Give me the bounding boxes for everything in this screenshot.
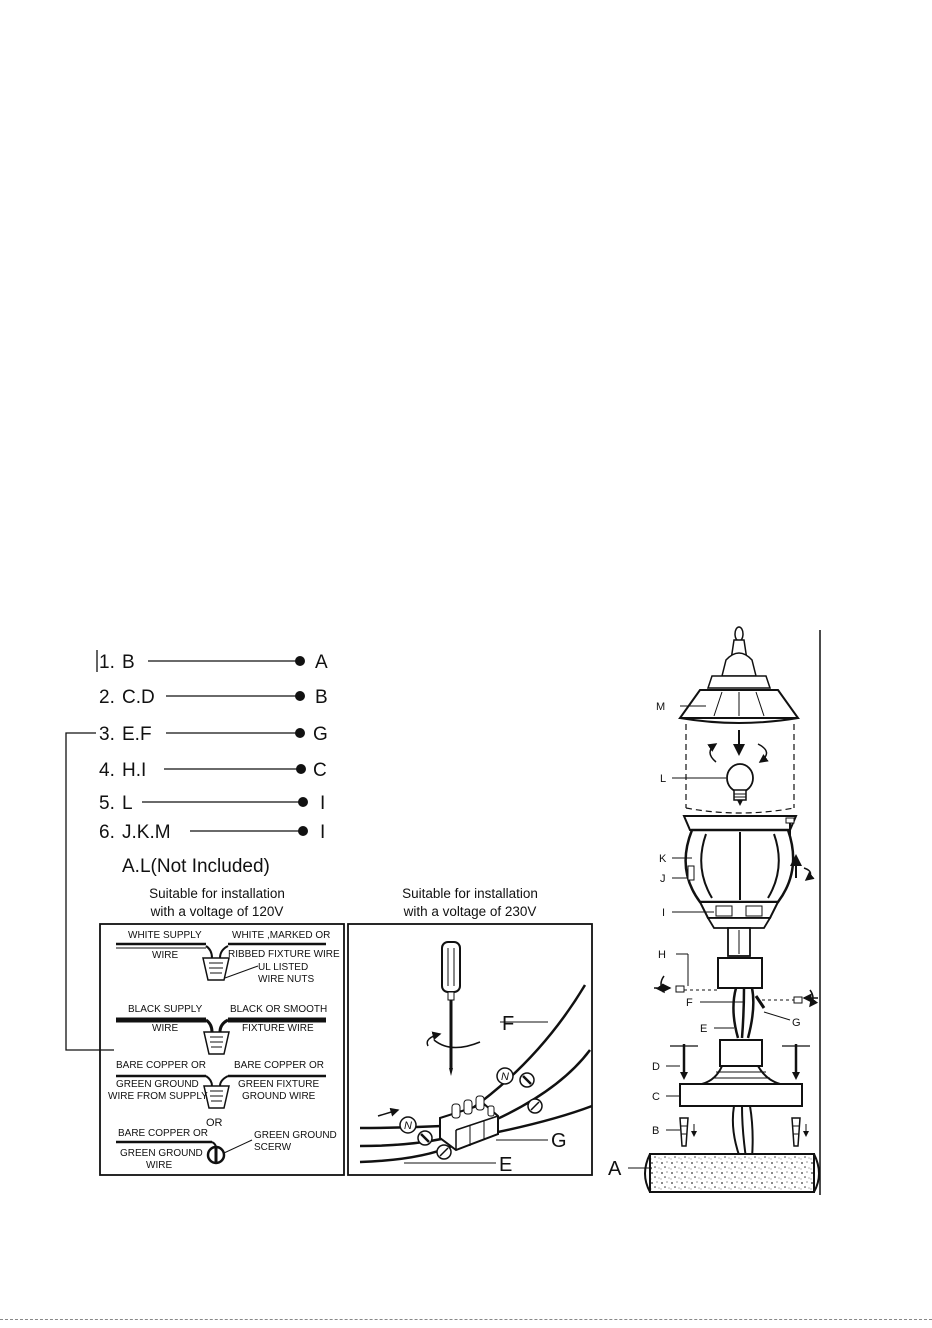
step-3: 3. E.F G	[99, 724, 328, 745]
step-5: 5. L I	[99, 793, 325, 814]
screw-d-left	[670, 1044, 698, 1080]
label-j: J	[660, 873, 666, 885]
svg-text:GROUND WIRE: GROUND WIRE	[242, 1091, 316, 1102]
step-part: B	[122, 652, 135, 673]
connector-dot	[296, 764, 306, 774]
step-part: E.F	[122, 724, 152, 745]
svg-text:OR: OR	[206, 1117, 223, 1129]
step-2: 2. C.D B	[99, 687, 328, 708]
label-a: A	[608, 1158, 622, 1180]
caption-120v-line2: with a voltage of 120V	[150, 904, 284, 919]
caption-230v-line1: Suitable for installation	[402, 886, 538, 901]
label-h: H	[658, 949, 666, 961]
svg-text:WHITE ,MARKED OR: WHITE ,MARKED OR	[232, 930, 330, 941]
svg-text:WIRE: WIRE	[152, 950, 178, 961]
label-c: C	[652, 1091, 660, 1103]
neutral-marker-icon	[496, 1067, 514, 1085]
step-1: 1. B A	[99, 652, 328, 673]
label-b-lamp: B	[652, 1125, 659, 1137]
anchor-b-left	[679, 1117, 697, 1147]
svg-text:FIXTURE WIRE: FIXTURE WIRE	[242, 1023, 314, 1034]
step-number: 1.	[99, 652, 115, 673]
label-l: L	[660, 773, 666, 785]
step-number: 4.	[99, 760, 115, 781]
label-k: K	[659, 853, 667, 865]
step-target: G	[313, 724, 328, 745]
step-list: 1. B A 2. C.D B 3. E.F G 4. H.I C	[96, 650, 328, 877]
step-6: 6. J.K.M I	[99, 822, 325, 843]
svg-text:GREEN GROUND: GREEN GROUND	[120, 1148, 203, 1159]
svg-text:GREEN GROUND: GREEN GROUND	[254, 1130, 337, 1141]
step-target: B	[315, 687, 328, 708]
step-number: 5.	[99, 793, 115, 814]
svg-text:BLACK SUPPLY: BLACK SUPPLY	[128, 1004, 203, 1015]
step-number: 2.	[99, 687, 115, 708]
caption-120v-line1: Suitable for installation	[149, 886, 285, 901]
not-included-note: A.L(Not Included)	[122, 856, 270, 877]
light-bulb-icon	[726, 763, 754, 806]
step-target: I	[320, 822, 325, 843]
wire-nut-icon	[202, 957, 230, 981]
svg-text:WIRE: WIRE	[152, 1023, 178, 1034]
screwdriver-icon	[426, 941, 481, 1076]
label-m: M	[656, 701, 665, 713]
connector-dot	[295, 656, 305, 666]
step-4: 4. H.I C	[99, 760, 327, 781]
svg-text:WIRE NUTS: WIRE NUTS	[258, 974, 314, 985]
step-target: C	[313, 760, 327, 781]
label-g-lamp: G	[792, 1017, 801, 1029]
svg-text:UL LISTED: UL LISTED	[258, 962, 308, 973]
step-target: A	[315, 652, 328, 673]
svg-text:SCERW: SCERW	[254, 1142, 292, 1153]
step-number: 6.	[99, 822, 115, 843]
connector-dot	[298, 797, 308, 807]
ground-surface	[649, 1153, 815, 1193]
terminal-block-icon	[439, 1095, 499, 1152]
step-part: L	[122, 793, 133, 814]
lamp-finial	[706, 626, 772, 689]
svg-text:RIBBED FIXTURE WIRE: RIBBED FIXTURE WIRE	[228, 949, 340, 960]
label-f-230v: F	[502, 1013, 514, 1035]
wiring-120v-panel: Suitable for installation with a voltage…	[99, 886, 345, 1176]
label-d: D	[652, 1061, 660, 1073]
screw-d-right	[782, 1044, 810, 1080]
caption-230v-line2: with a voltage of 230V	[403, 904, 537, 919]
label-e-230v: E	[499, 1154, 512, 1176]
page-cut-line	[0, 1319, 932, 1320]
svg-text:BARE COPPER OR: BARE COPPER OR	[118, 1128, 208, 1139]
wire-nut-icon	[203, 1031, 230, 1055]
svg-text:N: N	[501, 1071, 509, 1083]
step-target: I	[320, 793, 325, 814]
label-g-230v: G	[551, 1130, 567, 1152]
svg-text:BARE COPPER OR: BARE COPPER OR	[234, 1060, 324, 1071]
lamp-exploded-view: M L	[608, 626, 821, 1195]
step-part: J.K.M	[122, 822, 171, 843]
svg-text:WIRE: WIRE	[146, 1160, 172, 1171]
label-e-lamp: E	[700, 1023, 707, 1035]
step-part: H.I	[122, 760, 146, 781]
svg-text:N: N	[404, 1120, 412, 1132]
label-i: I	[662, 907, 665, 919]
connector-dot	[295, 691, 305, 701]
svg-text:BLACK OR SMOOTH: BLACK OR SMOOTH	[230, 1004, 327, 1015]
connector-dot	[295, 728, 305, 738]
connector-dot	[298, 826, 308, 836]
anchor-b-right	[791, 1117, 809, 1147]
svg-text:GREEN GROUND: GREEN GROUND	[116, 1079, 199, 1090]
step-number: 3.	[99, 724, 115, 745]
step-part: C.D	[122, 687, 155, 708]
neutral-marker-icon	[399, 1116, 417, 1134]
label-f-lamp: F	[686, 997, 693, 1009]
wiring-230v-panel: Suitable for installation with a voltage…	[347, 886, 593, 1176]
svg-text:WIRE FROM SUPPLY: WIRE FROM SUPPLY	[108, 1091, 208, 1102]
svg-text:GREEN FIXTURE: GREEN FIXTURE	[238, 1079, 319, 1090]
step-3-bracket	[65, 732, 114, 1051]
svg-text:WHITE SUPPLY: WHITE SUPPLY	[128, 930, 202, 941]
svg-text:BARE COPPER OR: BARE COPPER OR	[116, 1060, 206, 1071]
